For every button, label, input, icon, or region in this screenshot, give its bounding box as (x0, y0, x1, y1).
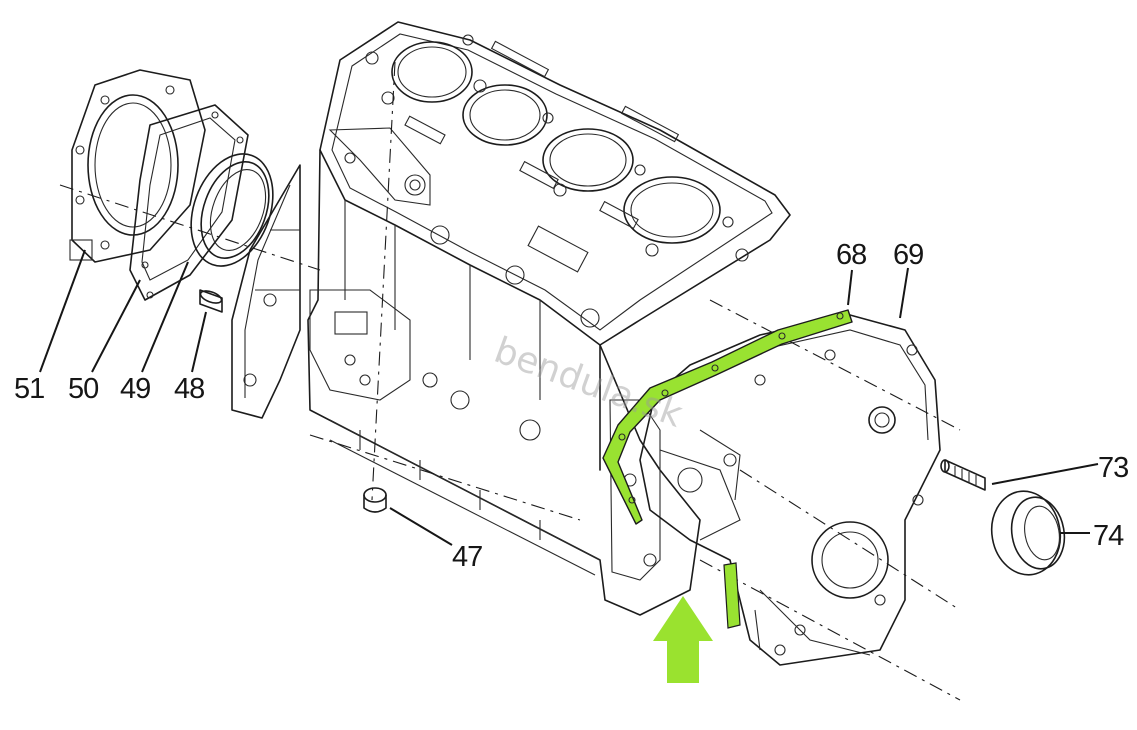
callout-73: 73 (1098, 452, 1128, 484)
front-stud (940, 459, 986, 491)
callout-48: 48 (174, 373, 204, 405)
core-plug (363, 487, 387, 513)
callout-47: 47 (452, 541, 482, 573)
callout-50: 50 (68, 373, 98, 405)
rear-oil-seal (190, 153, 274, 267)
front-oil-seal (990, 490, 1066, 576)
callout-51: 51 (14, 373, 44, 405)
front-cover-gasket-highlight (602, 309, 853, 629)
highlight-arrow (653, 596, 713, 683)
callout-49: 49 (120, 373, 150, 405)
rear-housing-gasket (129, 104, 249, 301)
dowel-pin (199, 289, 223, 313)
watermark-text: bendula.sk (489, 330, 688, 436)
callout-69: 69 (893, 239, 923, 271)
engine-block (59, 21, 791, 616)
rear-seal-housing (69, 69, 206, 263)
callout-leaders (39, 249, 1099, 546)
callout-68: 68 (836, 239, 866, 271)
callout-74: 74 (1093, 520, 1124, 552)
